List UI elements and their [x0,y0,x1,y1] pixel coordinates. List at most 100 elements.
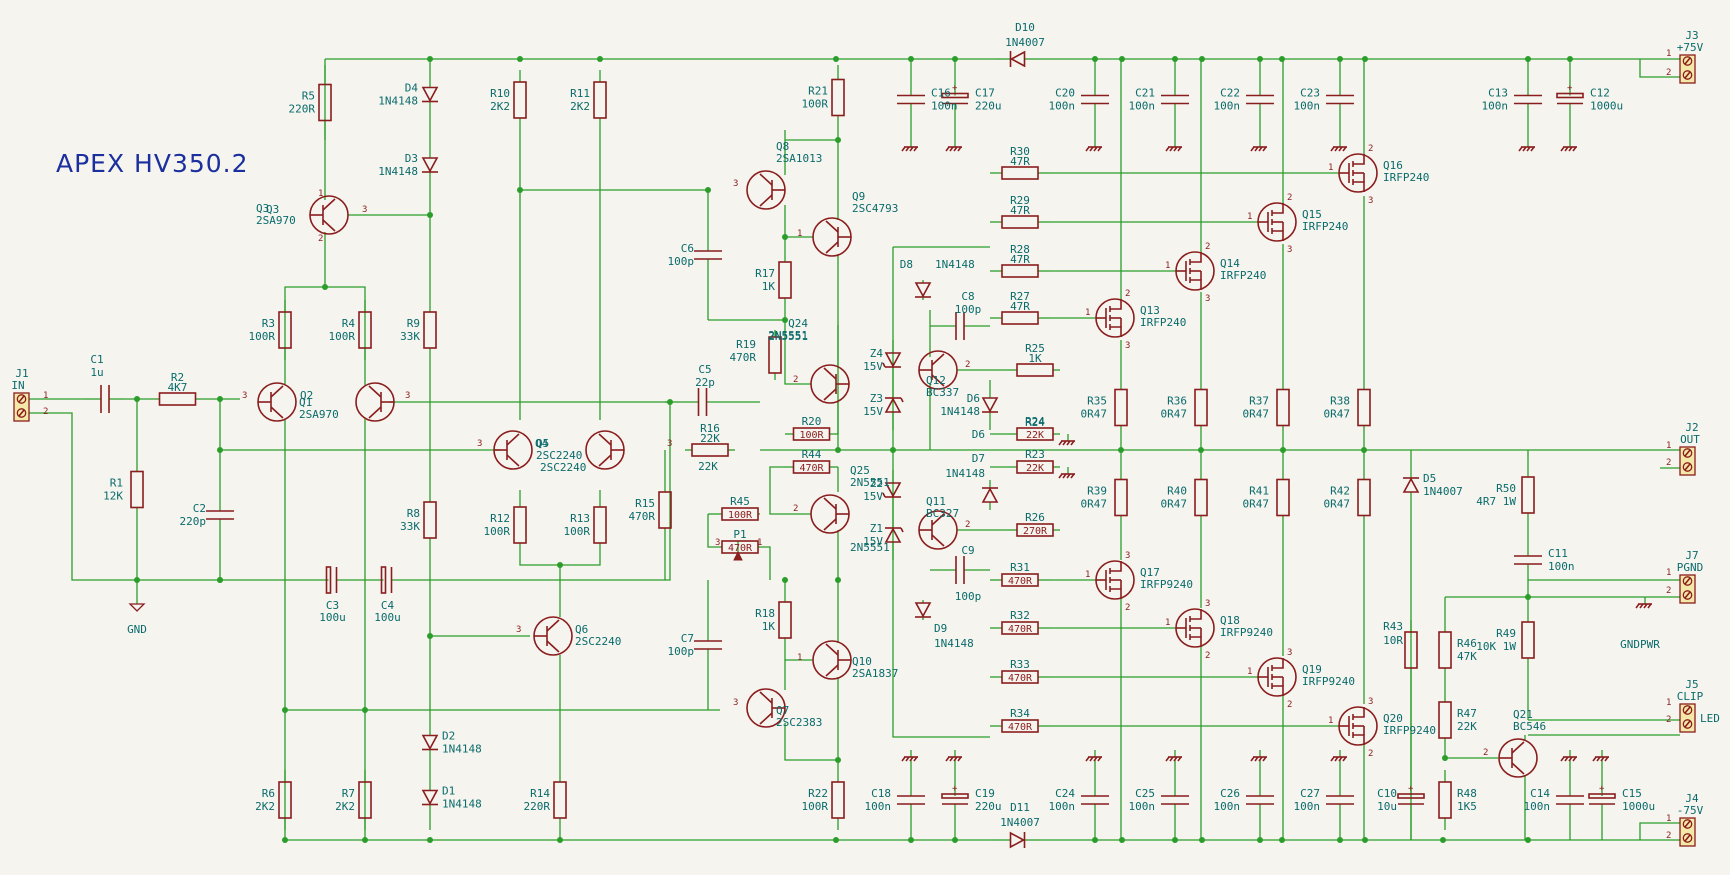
q9-ref: Q9 [852,190,865,203]
junction-dot [1199,56,1205,62]
r5-value: 220R [289,103,316,116]
pin-number: 1 [1666,698,1671,708]
pin-number: 1 [1666,568,1671,578]
r39-ref: R39 [1087,485,1107,498]
j4-value: -75V [1677,804,1704,817]
wire [1639,822,1680,840]
screw-terminal [1682,448,1693,458]
wire [760,546,771,580]
c12-cap-plate [1556,92,1584,99]
collector-lead [598,433,612,446]
zener-tip [900,397,904,403]
r26-resistor [1016,523,1054,537]
r36-ref: R36 [1167,395,1187,408]
r8-value: 33K [400,520,420,533]
chassis-ground [1338,146,1343,152]
screw-slot [1684,820,1691,828]
pin-number: 3 [242,391,247,401]
pin-number: 2 [1125,289,1130,299]
r32-value: 470R [1008,624,1033,635]
r33-value: 470R [1008,673,1033,684]
j5-ref: J5 [1685,678,1698,691]
r41-ref: R41 [1249,485,1269,498]
d9-ref: D9 [934,622,947,635]
r25-ref: R25 [1025,342,1045,355]
pin-number: 2 [965,520,970,530]
chassis-ground [1250,146,1255,152]
screw-terminal [1682,705,1693,715]
d9-value: 1N4148 [934,637,974,650]
pin-number: 1 [797,229,802,239]
r23-value: 22K [1026,463,1044,474]
emitter-lead [825,241,839,254]
c4-cap-plate [380,566,387,594]
r24-ref-dup: R24 [1025,416,1045,429]
c7-ref: C7 [681,632,694,645]
r41-resistor [1276,478,1290,517]
r38-value: 0R47 [1324,408,1351,421]
pin-number: 2 [1205,651,1210,661]
pin-number: 2 [1666,586,1671,596]
c13-ref: C13 [1488,87,1508,100]
r39-resistor [1114,478,1128,517]
junction-dot [362,707,368,713]
junction-dot [427,633,433,639]
r4-value: 100R [329,330,356,343]
screw-slot [1684,463,1691,471]
c10-ref: C10 [1377,787,1397,800]
r1-ref: R1 [110,477,123,490]
pin-number: 3 [1368,196,1373,206]
chassis-ground [1604,756,1609,762]
collector-lead [1511,741,1525,754]
pin-number: 1 [1666,49,1671,59]
drain-lead [1272,203,1284,214]
q5-model: 2SC2240 [540,461,586,474]
r26-value: 270R [1023,526,1048,537]
r16-value: 22K [700,432,720,445]
q14-ref: Q14 [1220,257,1240,270]
r40-ref: R40 [1167,485,1187,498]
pin-number: 2 [1368,144,1373,154]
screw-terminal [1682,819,1693,829]
source-lead [1353,181,1365,192]
wire [1639,59,1680,78]
c25-ref: C25 [1135,787,1155,800]
chassis-ground [1085,146,1090,152]
screw-terminal [16,394,27,404]
chassis-ground [1173,756,1178,762]
plus-sign: + [1599,784,1605,794]
q8-value: 2SA1013 [776,152,822,165]
junction-dot [782,234,788,240]
zener-tip [882,362,886,368]
q20-ref: Q20 [1383,712,1403,725]
chassis-ground [1058,473,1063,479]
source-lead [1272,230,1284,241]
screw-slot [1684,834,1691,842]
source-lead [1353,734,1365,745]
drain-lead [1353,707,1365,718]
r47-value: 22K [1457,720,1477,733]
junction-dot [1279,837,1285,843]
chassis-ground [1250,756,1255,762]
r8-resistor [423,501,437,539]
q15-ref: Q15 [1302,208,1322,221]
junction-dot [1362,837,1368,843]
zener-tip [900,527,904,533]
junction-dot [952,837,958,843]
collector-lead [931,353,945,366]
q12-ref: Q12 [926,374,946,387]
chassis-ground [953,756,958,762]
r20-value: 100R [799,430,824,441]
r48-resistor [1438,781,1452,819]
z1-ref: Z1 [870,522,883,535]
source-lead [1272,685,1284,696]
drain-lead [1110,299,1122,310]
r6-resistor [278,781,292,819]
junction-dot [908,56,914,62]
pin-number: 1 [318,189,323,199]
chassis-ground [957,756,962,762]
screw-slot [1684,720,1691,728]
q5-ref: Q5 [536,437,549,450]
chassis-ground [1070,440,1075,446]
r2-resistor [158,392,197,406]
